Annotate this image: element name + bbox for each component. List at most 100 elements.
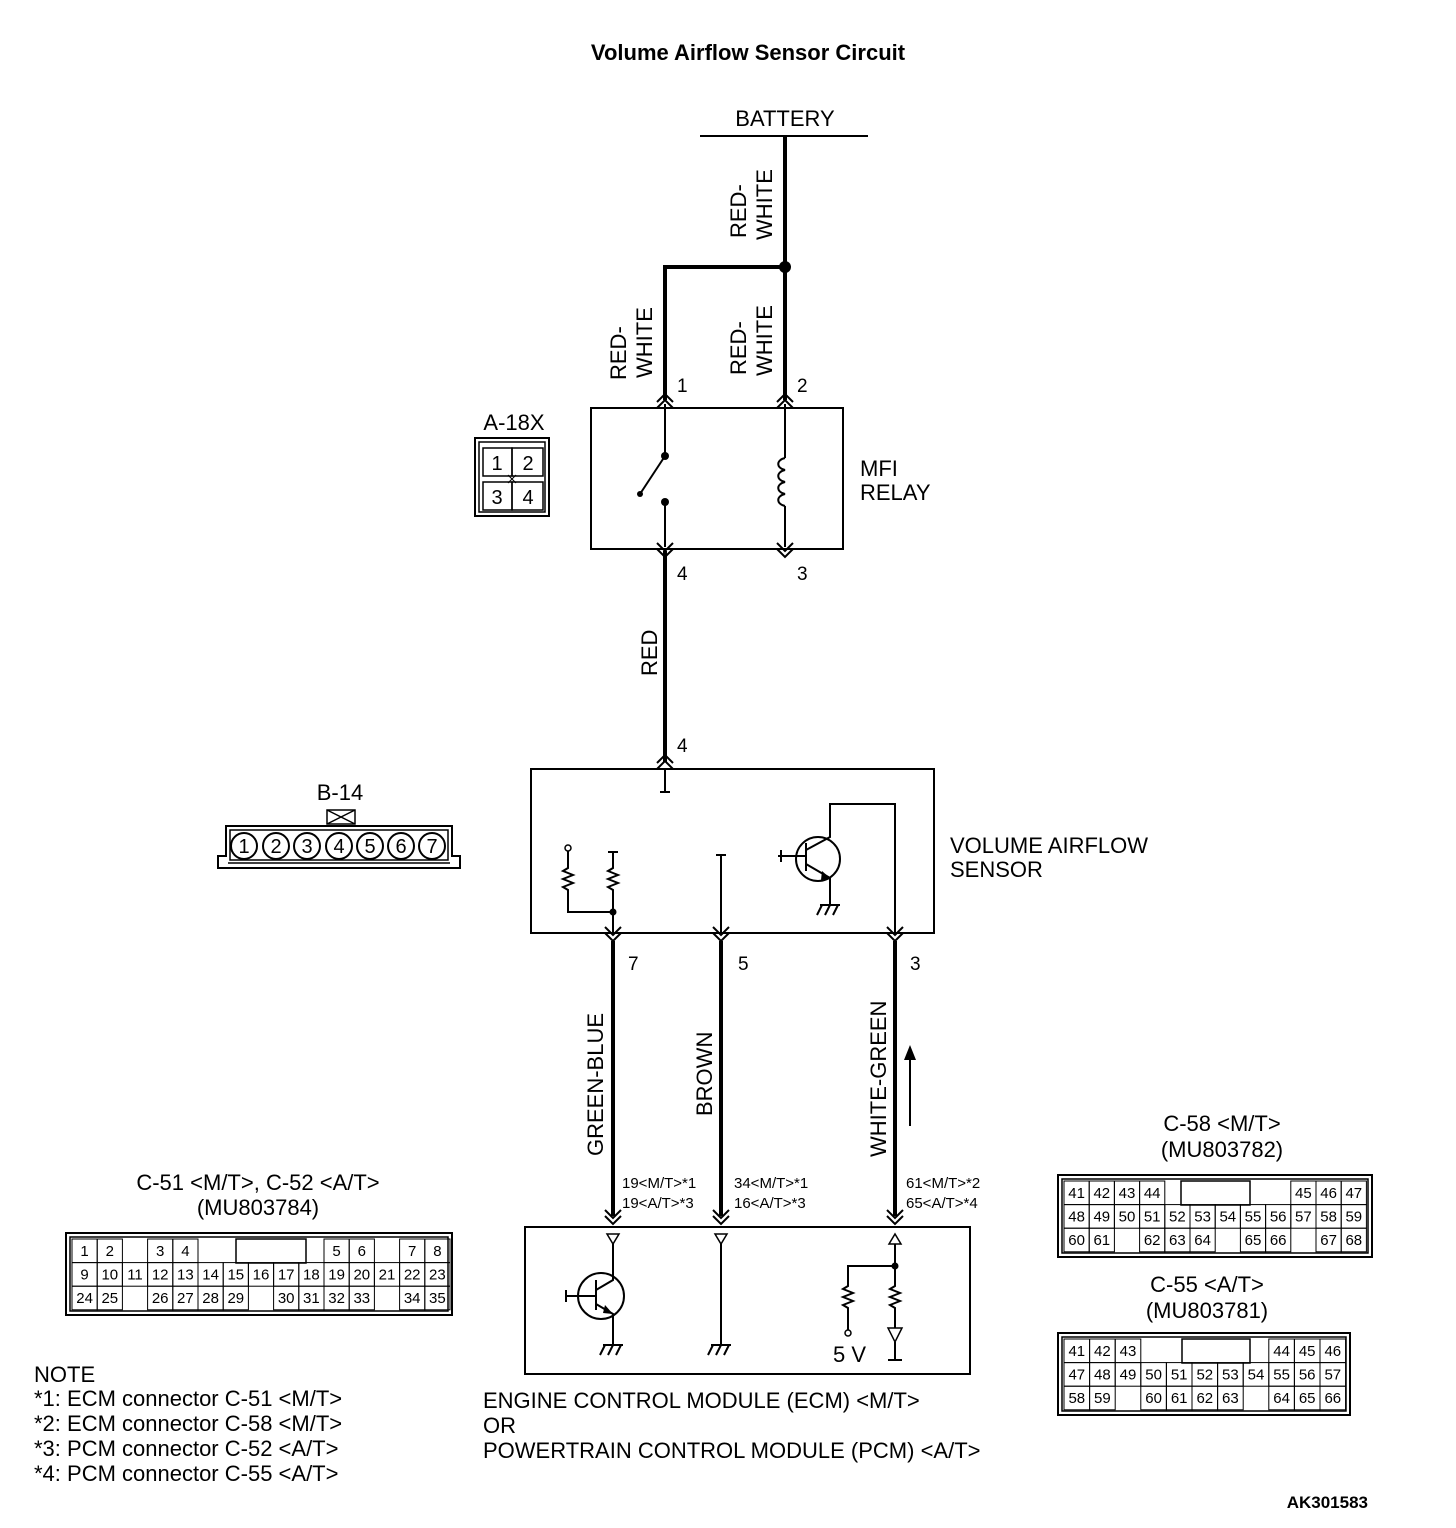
a18x-cell: 4 xyxy=(522,487,533,509)
c55-pin-label: 66 xyxy=(1324,1390,1341,1407)
mfi-relay xyxy=(590,392,844,559)
c51-pin-label: 6 xyxy=(358,1243,366,1260)
c58-pin-label: 54 xyxy=(1219,1208,1236,1225)
c55-pin-label: 61 xyxy=(1171,1390,1188,1407)
a18x-cell: 1 xyxy=(491,453,502,475)
c58-pin-label: 53 xyxy=(1194,1208,1211,1225)
c55-pin-label: 52 xyxy=(1196,1366,1213,1383)
c55-pin-label: 63 xyxy=(1222,1390,1239,1407)
c51-pin-label: 3 xyxy=(156,1243,164,1260)
b14-pin: 5 xyxy=(364,836,375,858)
c58-pin-label: 45 xyxy=(1295,1185,1312,1202)
c55-pin-label: 65 xyxy=(1299,1390,1316,1407)
c51-pin-label: 35 xyxy=(429,1290,446,1307)
ecm-module xyxy=(524,1226,971,1375)
wire-label-green-blue: GREEN-BLUE xyxy=(583,1013,608,1156)
sensor-pin-7: 7 xyxy=(628,954,639,975)
sensor-pin-3: 3 xyxy=(910,954,921,975)
wire-label-feed-2: WHITE xyxy=(752,169,777,240)
c58-pin-label: 47 xyxy=(1345,1185,1362,1202)
ecm-pin-green-blue-at: 19<A/T>*3 xyxy=(622,1195,694,1212)
c51-pin-label: 17 xyxy=(278,1266,295,1283)
c51-pin-label: 33 xyxy=(353,1290,370,1307)
c51-cell-box xyxy=(96,1285,123,1311)
wire-label-red: RED xyxy=(637,630,662,676)
c55-pin-label: 44 xyxy=(1273,1343,1290,1360)
c58-pin-label: 59 xyxy=(1345,1208,1362,1225)
c51-pin-label: 15 xyxy=(227,1266,244,1283)
c58-cell-box xyxy=(1340,1227,1367,1253)
c58-pin-label: 68 xyxy=(1345,1232,1362,1249)
relay-pin-2: 2 xyxy=(797,376,808,397)
c58-pin-label: 62 xyxy=(1144,1232,1161,1249)
c55-pin-label: 53 xyxy=(1222,1366,1239,1383)
ecm-pin-green-blue-mt: 19<M/T>*1 xyxy=(622,1175,696,1192)
note-item: *4: PCM connector C-55 <A/T> xyxy=(34,1461,338,1486)
a18x-cell: 3 xyxy=(491,487,502,509)
c58-pin-label: 46 xyxy=(1320,1185,1337,1202)
b14-pin: 6 xyxy=(395,836,406,858)
c55-part: (MU803781) xyxy=(1146,1298,1268,1323)
sensor-pin-4: 4 xyxy=(677,736,688,757)
c51-cell-box xyxy=(424,1285,451,1311)
c55-pin-label: 50 xyxy=(1145,1366,1162,1383)
note-item: *3: PCM connector C-52 <A/T> xyxy=(34,1436,338,1461)
c58-pin-label: 51 xyxy=(1144,1208,1161,1225)
c55-cell-box xyxy=(1089,1385,1116,1411)
c51-name: C-51 <M/T>, C-52 <A/T> xyxy=(136,1170,379,1195)
c58-pin-label: 67 xyxy=(1320,1232,1337,1249)
c51-pin-label: 30 xyxy=(278,1290,295,1307)
c55-pin-label: 48 xyxy=(1094,1366,1111,1383)
c51-pin-label: 18 xyxy=(303,1266,320,1283)
c51-pin-label: 12 xyxy=(152,1266,169,1283)
c58-pin-label: 57 xyxy=(1295,1208,1312,1225)
c58-pin-label: 61 xyxy=(1093,1232,1110,1249)
ecm-label-3: POWERTRAIN CONTROL MODULE (PCM) <A/T> xyxy=(483,1438,981,1463)
relay-pin-4: 4 xyxy=(677,564,688,585)
c58-pin-label: 58 xyxy=(1320,1208,1337,1225)
c55-name: C-55 <A/T> xyxy=(1150,1272,1264,1297)
b14-name: B-14 xyxy=(317,780,363,805)
c51-pin-label: 20 xyxy=(353,1266,370,1283)
relay-label-2: RELAY xyxy=(860,480,931,505)
c58-cell-box xyxy=(1189,1227,1216,1253)
relay-label-1: MFI xyxy=(860,456,898,481)
connector-a18x xyxy=(474,437,550,517)
c51-pin-label: 1 xyxy=(80,1243,88,1260)
c51-pin-label: 16 xyxy=(253,1266,270,1283)
figure-id: AK301583 xyxy=(1287,1493,1368,1512)
c58-cell-box xyxy=(1088,1227,1115,1253)
c58-pin-label: 42 xyxy=(1093,1185,1110,1202)
c51-pin-label: 7 xyxy=(408,1243,416,1260)
c51-pin-label: 23 xyxy=(429,1266,446,1283)
wire-label-pin1-1: RED- xyxy=(606,326,631,380)
c51-pin-label: 22 xyxy=(404,1266,421,1283)
c55-pin-label: 57 xyxy=(1324,1366,1341,1383)
c55-pin-label: 55 xyxy=(1273,1366,1290,1383)
c51-pin-label: 29 xyxy=(227,1290,244,1307)
c58-pin-label: 44 xyxy=(1144,1185,1161,1202)
c55-pin-label: 56 xyxy=(1299,1366,1316,1383)
connector-b14 xyxy=(217,809,461,869)
ecm-pin-brown-mt: 34<M/T>*1 xyxy=(734,1175,808,1192)
sensor-label-2: SENSOR xyxy=(950,857,1043,882)
splice-dot xyxy=(779,261,791,273)
ecm-label-1: ENGINE CONTROL MODULE (ECM) <M/T> xyxy=(483,1388,920,1413)
b14-pin: 4 xyxy=(333,836,344,858)
a18x-cell: 2 xyxy=(522,453,533,475)
note-item: *2: ECM connector C-58 <M/T> xyxy=(34,1411,342,1436)
c51-pin-label: 31 xyxy=(303,1290,320,1307)
c58-pin-label: 55 xyxy=(1245,1208,1262,1225)
c51-pin-label: 27 xyxy=(177,1290,194,1307)
battery-feed-wires xyxy=(663,136,791,400)
c58-name: C-58 <M/T> xyxy=(1163,1111,1280,1136)
ecm-pin-brown-at: 16<A/T>*3 xyxy=(734,1195,806,1212)
c51-cell-box xyxy=(348,1285,375,1311)
c58-pin-label: 48 xyxy=(1068,1208,1085,1225)
c55-pin-label: 60 xyxy=(1145,1390,1162,1407)
c51-pin-label: 11 xyxy=(127,1266,143,1283)
c55-pin-label: 45 xyxy=(1299,1343,1316,1360)
c55-pin-label: 46 xyxy=(1324,1343,1341,1360)
c58-pin-label: 49 xyxy=(1093,1208,1110,1225)
c58-pin-label: 64 xyxy=(1194,1232,1211,1249)
